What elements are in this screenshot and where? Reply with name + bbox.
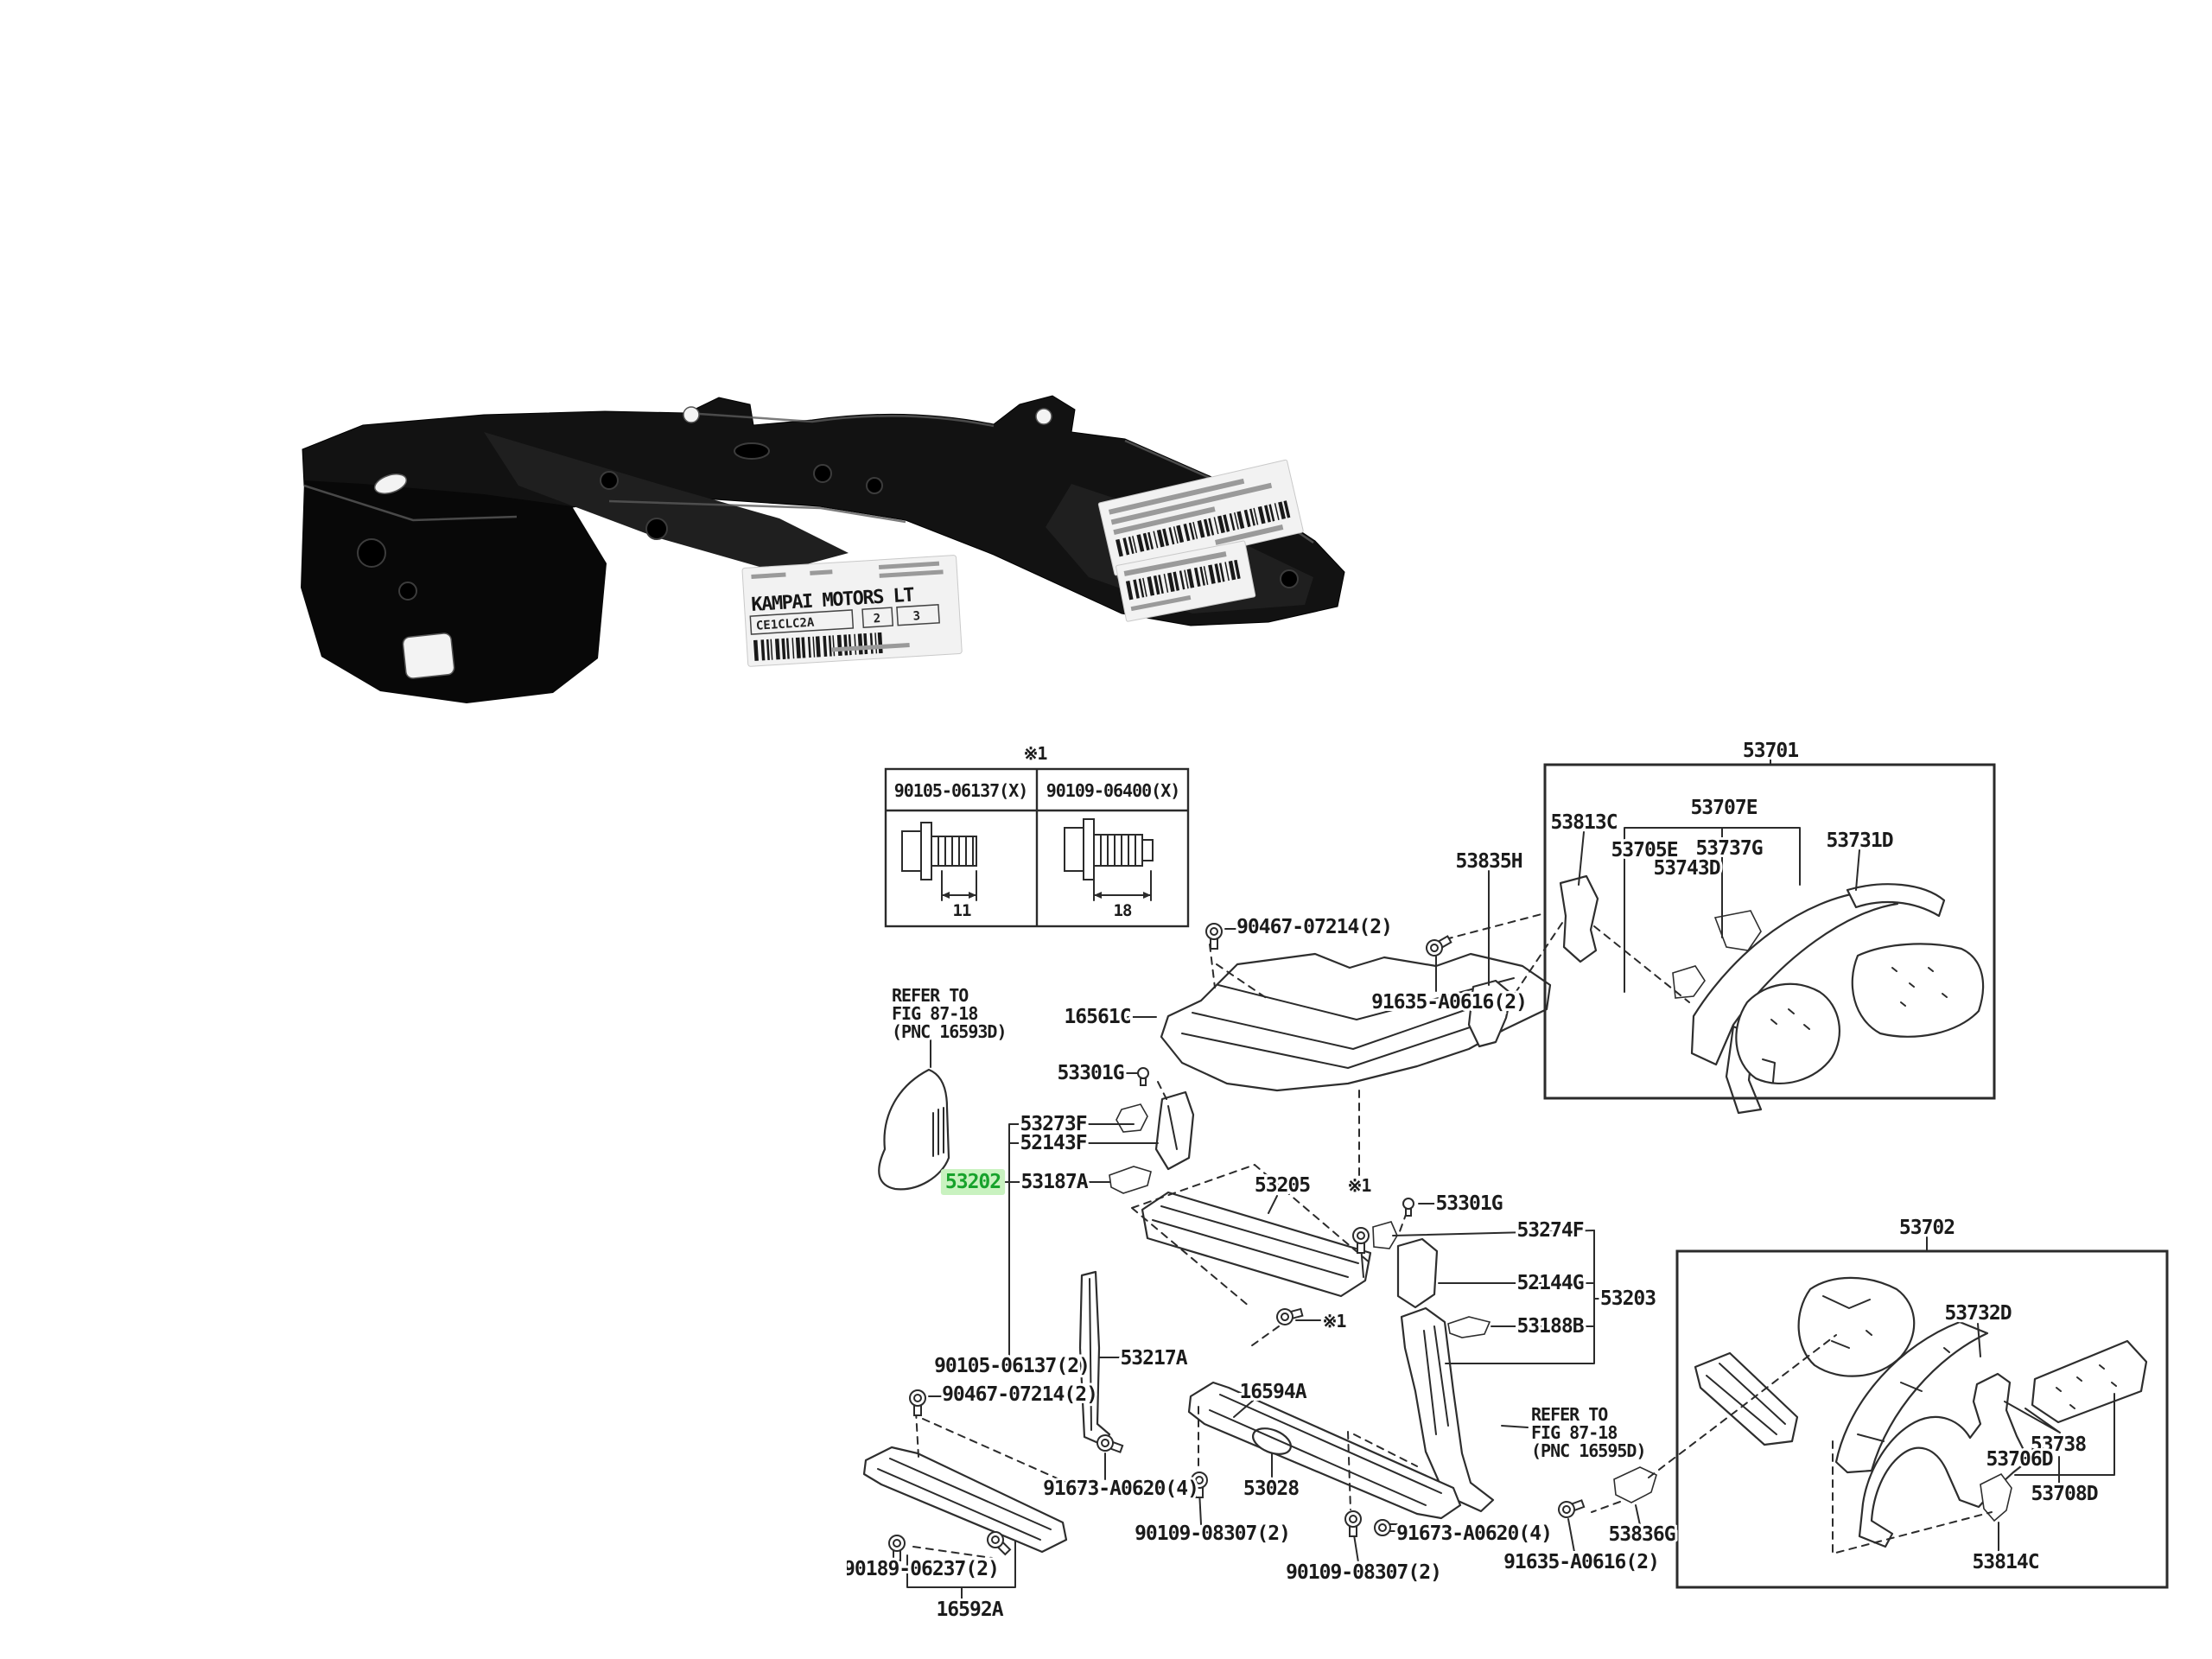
part-label-53188b: 53188B xyxy=(1516,1315,1584,1338)
part-label-90105061372: 90105-06137(2) xyxy=(934,1355,1090,1377)
bolt-icon xyxy=(1205,923,1223,950)
part-number-labels: 53701 53813C 53835H 53707E 53705E 53737G53743… xyxy=(847,737,2101,1624)
part-label-90109083072: 90109-08307(2) xyxy=(1286,1561,1441,1584)
fastener-table xyxy=(884,767,1190,928)
part-lower-plate xyxy=(301,480,607,703)
label-part-code: CE1CLC2A xyxy=(756,616,816,633)
bolt-icon xyxy=(1344,1510,1362,1537)
product-photo: KAMPAI MOTORS LT CE1CLC2A 2 3 xyxy=(301,395,1345,703)
part-label-pnc16595d: (PNC 16595D) xyxy=(1531,1440,1646,1461)
part-label-53835h: 53835H xyxy=(1455,850,1522,873)
part-label-90467072142: 90467-07214(2) xyxy=(1236,916,1392,938)
part-label-91635a06162: 91635-A0616(2) xyxy=(1371,991,1527,1014)
part-label-91673a06204: 91673-A0620(4) xyxy=(1043,1478,1198,1500)
part-label-9010906400x: 90109-06400(X) xyxy=(1046,780,1180,801)
part-label-53836g: 53836G xyxy=(1608,1523,1675,1546)
part-label-53705e: 53705E xyxy=(1611,839,1677,861)
part-label-53814c: 53814C xyxy=(1972,1551,2038,1573)
part-label-53273f: 53273F xyxy=(1020,1113,1086,1135)
part-label-53028: 53028 xyxy=(1243,1478,1299,1500)
bolt-icon xyxy=(1276,1307,1304,1325)
part-label-90467072142: 90467-07214(2) xyxy=(942,1383,1097,1406)
dashed-connectors xyxy=(912,913,1993,1559)
part-label-53203: 53203 xyxy=(1600,1287,1656,1310)
bolt-drawing xyxy=(901,822,977,901)
through-hole xyxy=(373,474,408,494)
bolt-icon xyxy=(1374,1519,1401,1536)
label-qty-b: 3 xyxy=(912,609,920,623)
part-label-fig8718: FIG 87-18 xyxy=(892,1003,977,1024)
tab-hole xyxy=(1035,408,1052,425)
part-label-53217a: 53217A xyxy=(1120,1347,1187,1370)
part-label-1: ※1 xyxy=(1024,743,1048,764)
bolt-icon xyxy=(987,1531,1012,1556)
part-label-16592a: 16592A xyxy=(936,1599,1003,1621)
factory-label-upper xyxy=(1097,459,1304,576)
part-label-53706d: 53706D xyxy=(1986,1448,2052,1471)
label-qty-a: 2 xyxy=(873,612,880,626)
exploded-parts-diagram: 53701 53813C 53835H 53707E 53705E 53737G53743… xyxy=(847,737,2169,1624)
part-label-90109083072: 90109-08307(2) xyxy=(1135,1522,1290,1545)
part-label-16561c: 16561C xyxy=(1064,1006,1130,1028)
barcode xyxy=(1125,559,1241,601)
barcode xyxy=(1116,500,1291,557)
part-label-pnc16593d: (PNC 16593D) xyxy=(892,1021,1007,1042)
part-label-90189062372: 90189-06237(2) xyxy=(847,1558,999,1580)
grommet-icon xyxy=(1402,1198,1414,1217)
part-label-53205: 53205 xyxy=(1255,1174,1310,1197)
part-label-53743d: 53743D xyxy=(1653,857,1719,880)
assembly-box-53702 xyxy=(1675,1249,2169,1589)
radiator-support-part-photo: KAMPAI MOTORS LT CE1CLC2A 2 3 xyxy=(301,395,1345,703)
leader-lines xyxy=(906,759,2115,1601)
bolt-drawing xyxy=(1064,818,1154,901)
part-label-53274f: 53274F xyxy=(1516,1219,1583,1242)
part-label-53737g: 53737G xyxy=(1695,837,1762,860)
part-label-fig8718: FIG 87-18 xyxy=(1531,1422,1617,1443)
tab-hole xyxy=(683,406,700,423)
part-label-1: ※1 xyxy=(1348,1175,1372,1196)
part-label-91635a06162: 91635-A0616(2) xyxy=(1503,1551,1659,1573)
part-label-53702: 53702 xyxy=(1899,1217,1955,1239)
part-label-53738: 53738 xyxy=(2031,1433,2086,1456)
bolt-icon xyxy=(1096,1434,1124,1453)
rect-opening xyxy=(402,632,455,679)
part-label-53732d: 53732D xyxy=(1944,1302,2011,1325)
highlighted-part-badge xyxy=(940,1169,1006,1195)
part-label-16594a: 16594A xyxy=(1239,1381,1306,1403)
part-label-9010506137x: 90105-06137(X) xyxy=(894,780,1028,801)
part-label-53707e: 53707E xyxy=(1690,797,1757,819)
grommet-icon xyxy=(1137,1067,1149,1086)
part-label-referto: REFER TO xyxy=(892,985,969,1006)
bolt-icon xyxy=(909,1389,926,1416)
factory-label-lower xyxy=(1116,540,1256,622)
part-label-18: 18 xyxy=(1114,901,1132,920)
small-fasteners xyxy=(888,923,1586,1561)
part-label-53731d: 53731D xyxy=(1826,830,1892,852)
bolt-icon xyxy=(1426,935,1452,957)
part-label-1: ※1 xyxy=(1323,1311,1347,1332)
part-label-53187a: 53187A xyxy=(1020,1171,1088,1193)
bolt-icon xyxy=(1191,1471,1208,1498)
bolt-icon xyxy=(888,1535,906,1561)
part-label-53202: 53202 xyxy=(945,1171,1001,1193)
part-label-91673a06204: 91673-A0620(4) xyxy=(1396,1522,1552,1545)
part-label-53301g: 53301G xyxy=(1435,1192,1502,1215)
part-label-53301g: 53301G xyxy=(1057,1062,1123,1084)
part-label-referto: REFER TO xyxy=(1531,1404,1608,1425)
shipping-label: KAMPAI MOTORS LT CE1CLC2A 2 3 xyxy=(741,555,963,667)
part-label-52143f: 52143F xyxy=(1020,1132,1086,1154)
part-label-53813c: 53813C xyxy=(1550,811,1617,834)
part-label-11: 11 xyxy=(953,901,971,920)
bolt-icon xyxy=(1558,1499,1586,1518)
part-label-53708d: 53708D xyxy=(2031,1483,2097,1505)
part-label-53701: 53701 xyxy=(1743,740,1798,762)
part-outlines xyxy=(862,874,2148,1554)
bolt-icon xyxy=(1352,1227,1370,1254)
part-label-52144g: 52144G xyxy=(1516,1272,1583,1294)
